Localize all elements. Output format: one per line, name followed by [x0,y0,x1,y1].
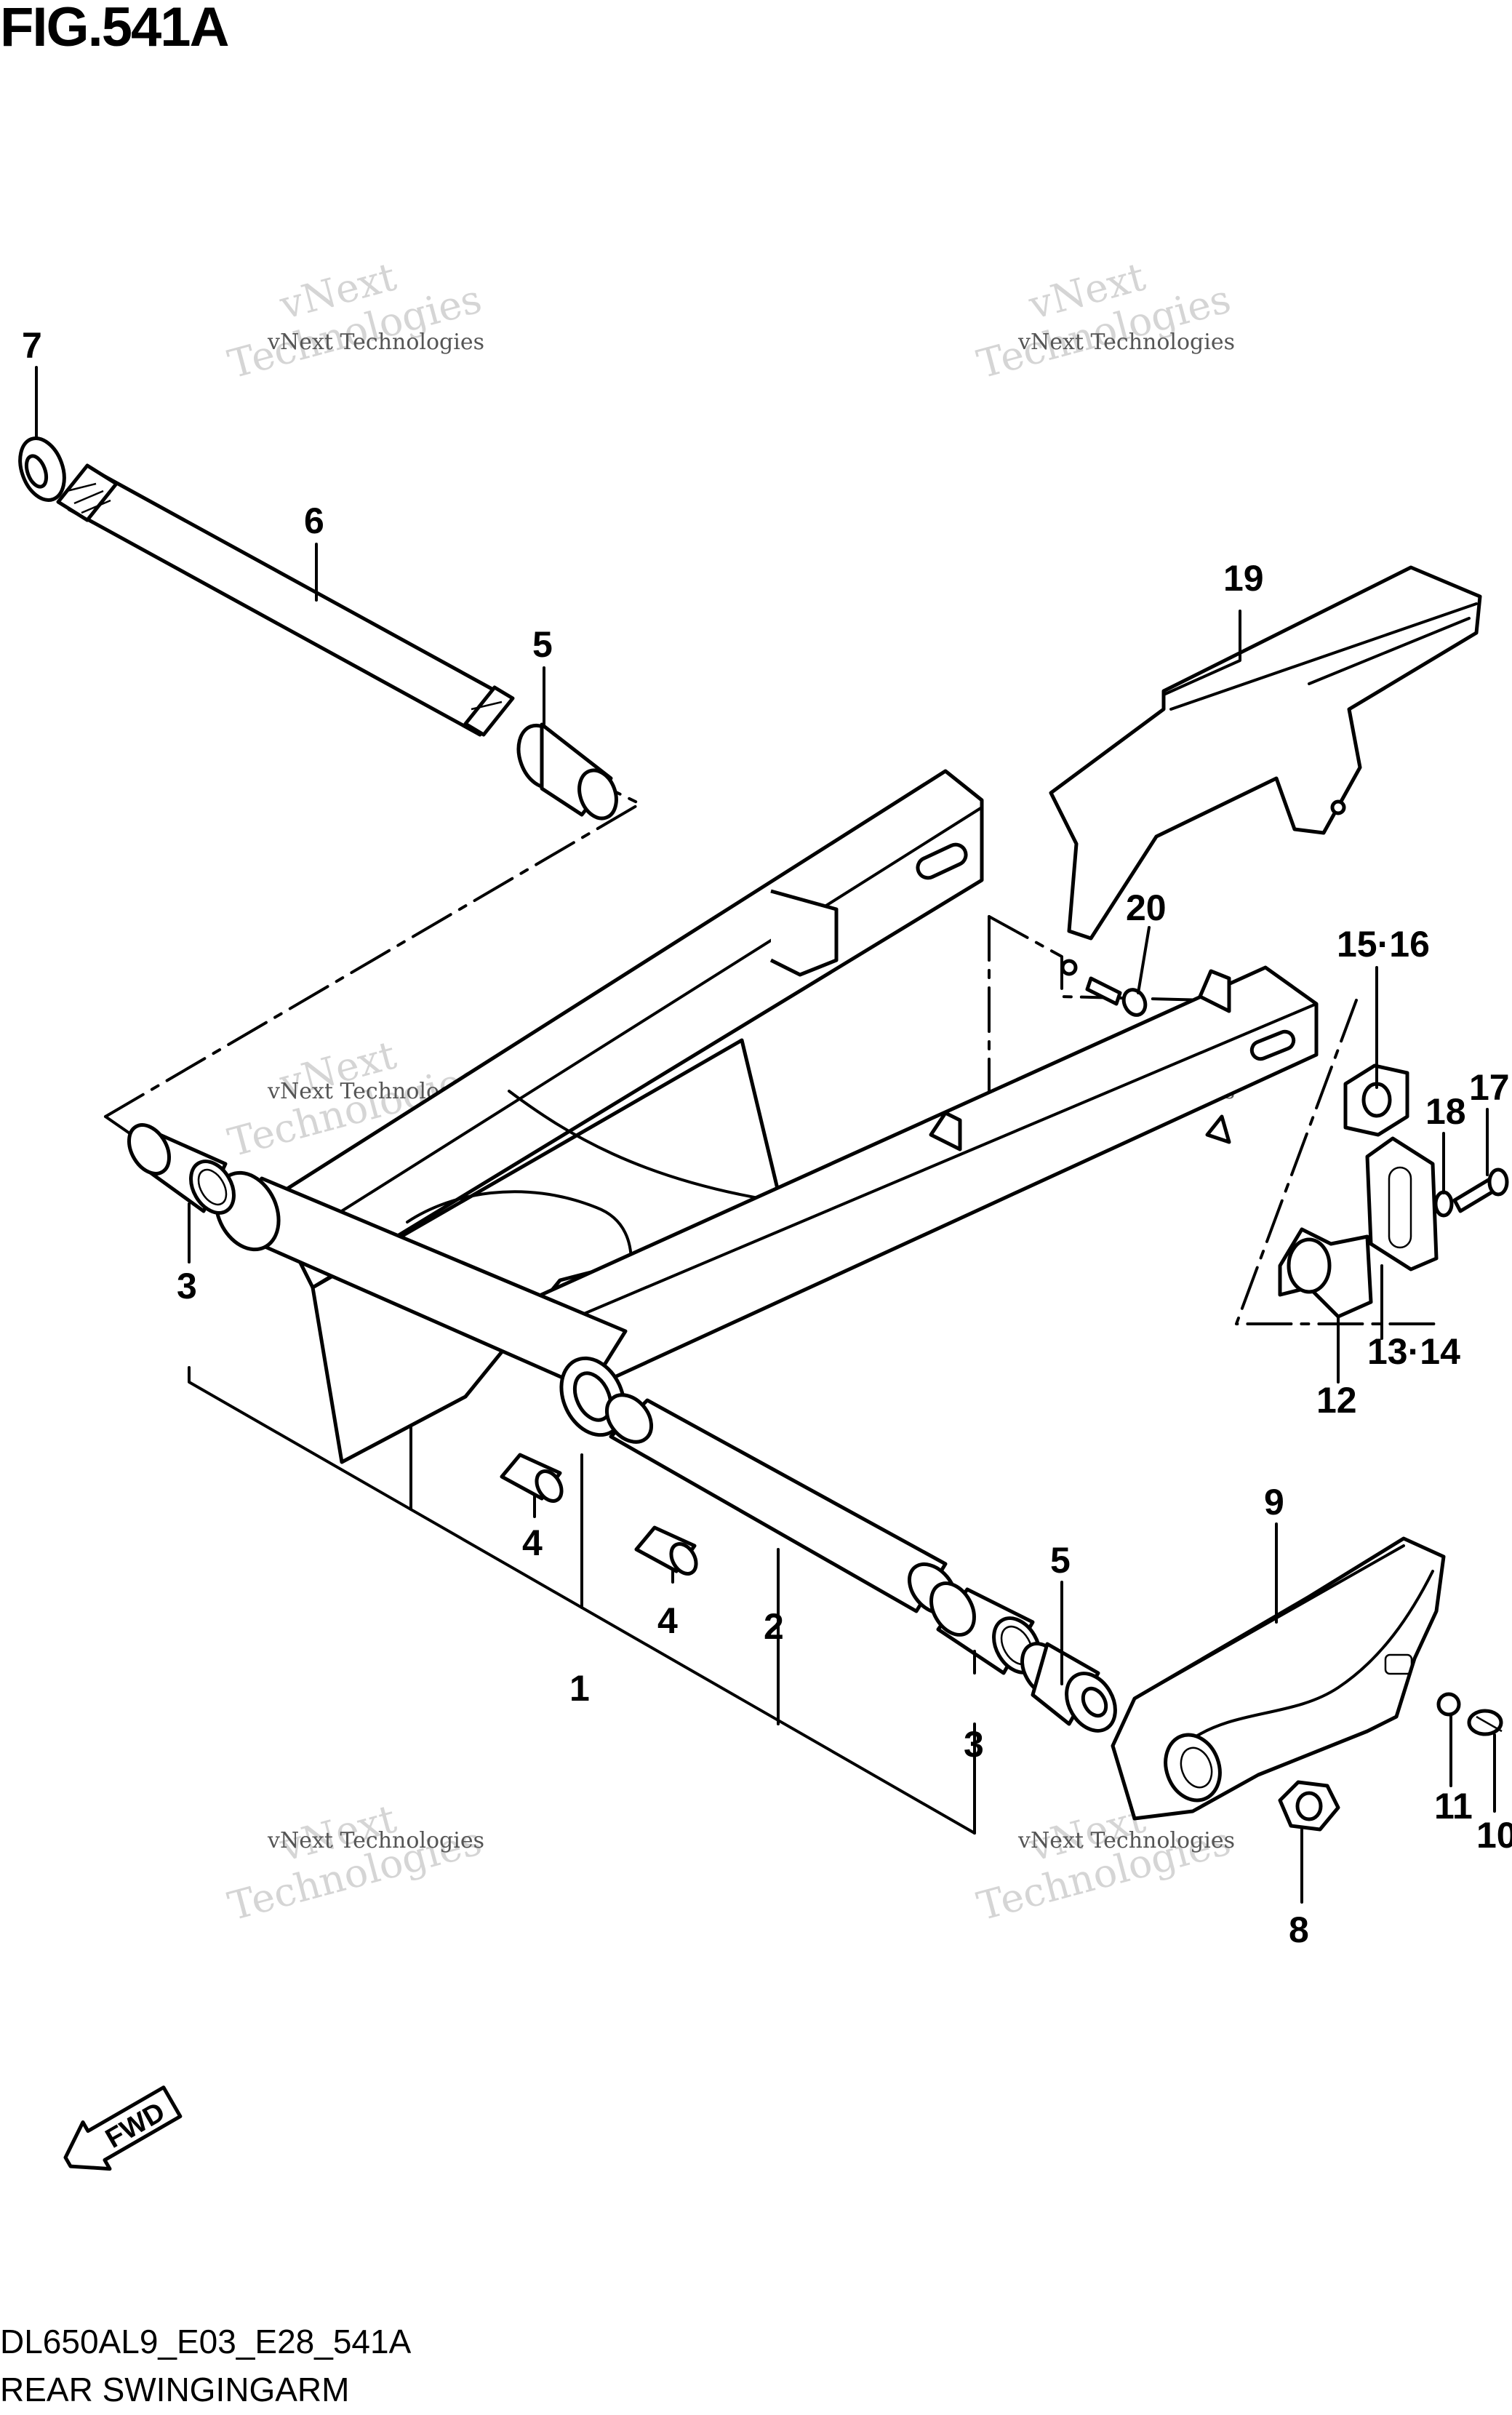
callout-6: 6 [304,500,324,541]
part-2-spacer [604,1393,958,1616]
callout-18: 18 [1425,1091,1466,1132]
callout-13-14: 13·14 [1367,1331,1460,1372]
figure-title: FIG.541A [0,0,229,58]
part-3-bearing-left [127,1123,236,1215]
callout-labels: 7 6 5 19 20 15·16 18 17 13·14 12 3 4 4 2… [22,325,1512,1950]
part-10-bolt [1467,1709,1503,1736]
callout-19: 19 [1223,558,1264,599]
callout-12: 12 [1316,1380,1357,1421]
watermark-small-2: vNext Technologies [1017,330,1235,355]
callout-20: 20 [1126,887,1167,928]
part-11-collar [1436,1692,1461,1717]
watermark-small-1: vNext Technologies [267,330,484,355]
part-6-pivot-shaft [56,463,515,737]
part-9-chain-case [1111,1536,1446,1821]
callout-15-16: 15·16 [1337,924,1430,965]
watermark-1: Technologies vNext [223,253,487,387]
callout-17: 17 [1469,1067,1510,1108]
part-12-block [1278,1227,1373,1319]
diagram-code: DL650AL9_E03_E28_541A [0,2323,412,2360]
watermark-small-5: vNext Technologies [267,1828,484,1853]
callout-4-b: 4 [657,1600,678,1641]
part-19-chain-cover [1049,565,1482,976]
part-20-screw [1085,976,1148,1017]
callout-7: 7 [22,325,42,366]
callout-2: 2 [764,1606,784,1647]
part-13-14-adjuster [1365,1136,1439,1272]
callout-1: 1 [569,1668,590,1709]
callout-3-left: 3 [177,1266,197,1306]
callout-10: 10 [1476,1815,1512,1856]
callout-8: 8 [1289,1909,1309,1950]
diagram-name: REAR SWINGINGARM [0,2371,350,2408]
part-15-16-plate [1343,1063,1409,1137]
part-5-bushing-lower [1020,1642,1117,1733]
part-18-washer [1433,1190,1454,1218]
callout-4-a: 4 [522,1522,543,1563]
part-4-needle-bearing-b [634,1525,698,1576]
part-17-bolt [1452,1167,1509,1213]
watermark-2: Technologies vNext [972,253,1236,387]
part-4-needle-bearing-a [500,1453,564,1503]
part-7-nut [18,436,66,502]
callout-3-right: 3 [964,1724,984,1765]
callout-11: 11 [1434,1786,1473,1827]
part-8-nut [1278,1780,1340,1832]
callout-5-lower: 5 [1050,1540,1071,1581]
watermark-small-6: vNext Technologies [1017,1828,1235,1853]
leader-lines [35,366,1496,1904]
part-5-bushing-upper [516,722,618,821]
callout-9: 9 [1264,1482,1284,1522]
fwd-arrow: FWD [63,2085,183,2171]
callout-5-upper: 5 [532,624,553,665]
